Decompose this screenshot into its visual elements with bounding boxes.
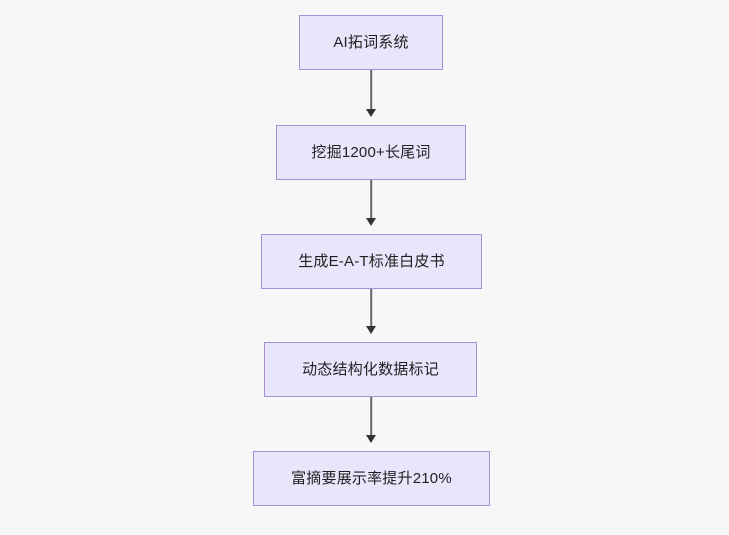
flow-node-4[interactable]: 动态结构化数据标记 [264,342,477,397]
flow-node-label: AI拓词系统 [333,34,409,51]
flow-node-label: 富摘要展示率提升210% [291,470,452,487]
flow-node-label: 动态结构化数据标记 [302,361,439,378]
edge-line [370,397,372,435]
flow-node-5[interactable]: 富摘要展示率提升210% [253,451,490,506]
flow-node-2[interactable]: 挖掘1200+长尾词 [276,125,466,180]
edge-line [370,180,372,218]
flow-node-1[interactable]: AI拓词系统 [299,15,443,70]
arrow-head-icon [366,218,376,226]
arrow-head-icon [366,326,376,334]
arrow-head-icon [366,435,376,443]
edge-line [370,289,372,326]
arrow-head-icon [366,109,376,117]
edge-line [370,70,372,109]
flow-node-3[interactable]: 生成E-A-T标准白皮书 [261,234,482,289]
flow-node-label: 挖掘1200+长尾词 [311,144,431,161]
flow-node-label: 生成E-A-T标准白皮书 [298,253,445,270]
